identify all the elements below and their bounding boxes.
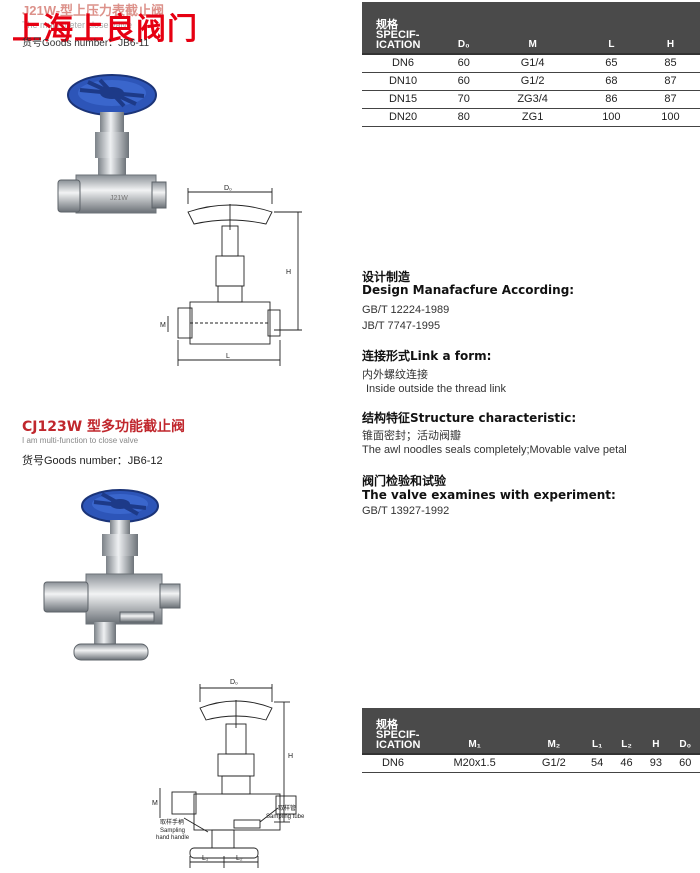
connection-cn: 内外螺纹连接 (362, 369, 428, 381)
examine-standard: GB/T 13927-1992 (362, 505, 450, 517)
sampling-handle-en2: hand handle (156, 835, 190, 841)
spec-label: 规格 SPECIF- ICATION (362, 2, 444, 54)
product1-title: J21W-型上压力表截止阀 (22, 3, 165, 18)
product2-title: CJ123W 型多功能截止阀 (22, 419, 186, 435)
column-header: M₁ (424, 708, 526, 754)
drawing1-dim-l: L (226, 353, 230, 360)
product2-subtitle: I am multi-function to close valve (22, 436, 139, 445)
sampling-tube-en: Sampling tube (266, 814, 305, 820)
drawing1-dim-m: M (160, 322, 166, 329)
sampling-handle-en1: Sampling (160, 828, 185, 834)
column-header: L₁ (582, 708, 612, 754)
column-header: H (641, 708, 671, 754)
column-header: M (483, 2, 582, 54)
svg-text:J21W: J21W (110, 195, 128, 202)
connection-heading: 连接形式Link a form: (362, 349, 492, 363)
brand-logo: 上海上良阀门 (12, 12, 198, 47)
column-header: D₀ (444, 2, 484, 54)
examine-heading-en: The valve examines with experiment: (362, 488, 616, 502)
drawing2-dim-l2: L₂ (236, 855, 243, 862)
spec-label: 规格 SPECIF- ICATION (362, 708, 424, 754)
design-heading-en: Design Manafacfure According: (362, 283, 575, 297)
drawing1-dim-h: H (286, 269, 291, 276)
design-standard-2: JB/T 7747-1995 (362, 320, 441, 332)
column-header: M₂ (525, 708, 583, 754)
drawing2-dim-m: M (152, 800, 158, 807)
structure-cn: 锥面密封；活动阀瓣 (362, 430, 461, 442)
connection-en: Inside outside the thread link (366, 383, 507, 395)
product2-goods-number: 货号Goods number：JB6-12 (22, 455, 163, 467)
drawing2-dim-d: D₀ (230, 679, 238, 686)
sampling-tube-cn: 取样管 (278, 804, 296, 812)
product1-photo: J21W (57, 74, 167, 214)
structure-heading: 结构特征Structure characteristic: (362, 411, 577, 425)
examine-heading-cn: 阀门检验和试验 (362, 474, 447, 488)
sampling-handle-cn: 取样手柄 (160, 818, 184, 826)
product1-drawing: D₀ H M L (160, 185, 302, 366)
drawing2-dim-l1: L₁ (202, 855, 209, 862)
design-standard-1: GB/T 12224-1989 (362, 304, 450, 316)
column-header: L (581, 2, 641, 54)
drawing2-dim-h: H (288, 753, 293, 760)
column-header: D₀ (670, 708, 700, 754)
product1-subtitle: The multi-meter close valve (22, 20, 133, 30)
product2-photo (43, 489, 181, 661)
structure-en: The awl noodles seals completely;Movable… (362, 444, 627, 456)
product1-goods-number: 货号Goods number：JB6-11 (22, 38, 150, 49)
drawing1-dim-d: D₀ (224, 185, 232, 192)
column-header: L₂ (611, 708, 642, 754)
column-header: H (640, 2, 700, 54)
product2-drawing: D₀ H M L₁ L₂ 取样手柄 Sampling hand handle 取… (152, 679, 305, 868)
design-heading-cn: 设计制造 (362, 270, 411, 284)
